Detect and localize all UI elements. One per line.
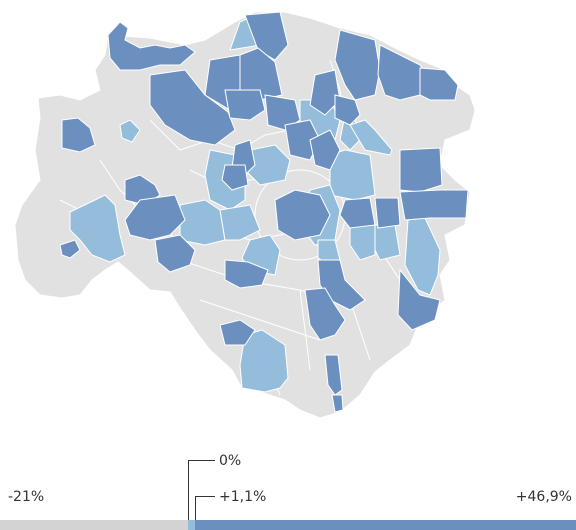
district-north-center-4 xyxy=(334,94,361,126)
legend: -21% 0% +1,1% +46,9% xyxy=(0,440,576,530)
district-west-1 xyxy=(124,174,161,206)
district-far-west xyxy=(61,117,96,153)
legend-min-label: -21% xyxy=(8,489,45,505)
district-east-light-5 xyxy=(374,224,401,261)
district-south-3 xyxy=(304,287,346,341)
district-east-light-1 xyxy=(349,119,393,156)
legend-zero-label: 0% xyxy=(219,453,242,469)
district-south-4 xyxy=(219,319,256,346)
legend-bar-high xyxy=(195,520,576,530)
district-northwest-big xyxy=(149,69,236,146)
district-southeast-1 xyxy=(397,268,441,331)
legend-mid-label: +1,1% xyxy=(219,489,267,505)
district-west-small xyxy=(59,239,81,259)
districts-high-increase xyxy=(59,11,469,413)
district-east-1 xyxy=(339,197,376,229)
district-east-3 xyxy=(399,147,443,193)
district-north-center-3 xyxy=(309,69,341,116)
district-north-center-1 xyxy=(224,89,266,121)
legend-zero-tick xyxy=(188,460,215,521)
district-northeast-3 xyxy=(419,67,459,101)
district-south-light-2 xyxy=(239,329,289,393)
district-southeast-light xyxy=(404,217,441,296)
district-west-2 xyxy=(124,194,186,241)
district-center-ring xyxy=(274,189,331,241)
legend-bar-low xyxy=(188,520,195,530)
district-west-3 xyxy=(154,234,196,273)
legend-bar-negative xyxy=(0,520,188,530)
legend-max-label: +46,9% xyxy=(515,489,572,505)
district-south-5 xyxy=(324,354,343,396)
district-center-light-3 xyxy=(219,204,261,241)
district-west-light xyxy=(69,194,126,263)
district-west-light-small xyxy=(119,119,141,143)
district-south-6 xyxy=(331,394,344,413)
district-center-north-2 xyxy=(309,129,341,171)
legend-mid-tick xyxy=(195,496,215,521)
district-northeast-1 xyxy=(334,29,381,101)
district-east-4 xyxy=(399,189,469,221)
district-center-1 xyxy=(221,164,249,191)
district-map xyxy=(14,11,476,419)
district-south-1 xyxy=(224,259,269,289)
district-east-2 xyxy=(374,197,401,229)
district-far-northwest xyxy=(107,21,196,71)
district-north-1 xyxy=(244,11,289,61)
